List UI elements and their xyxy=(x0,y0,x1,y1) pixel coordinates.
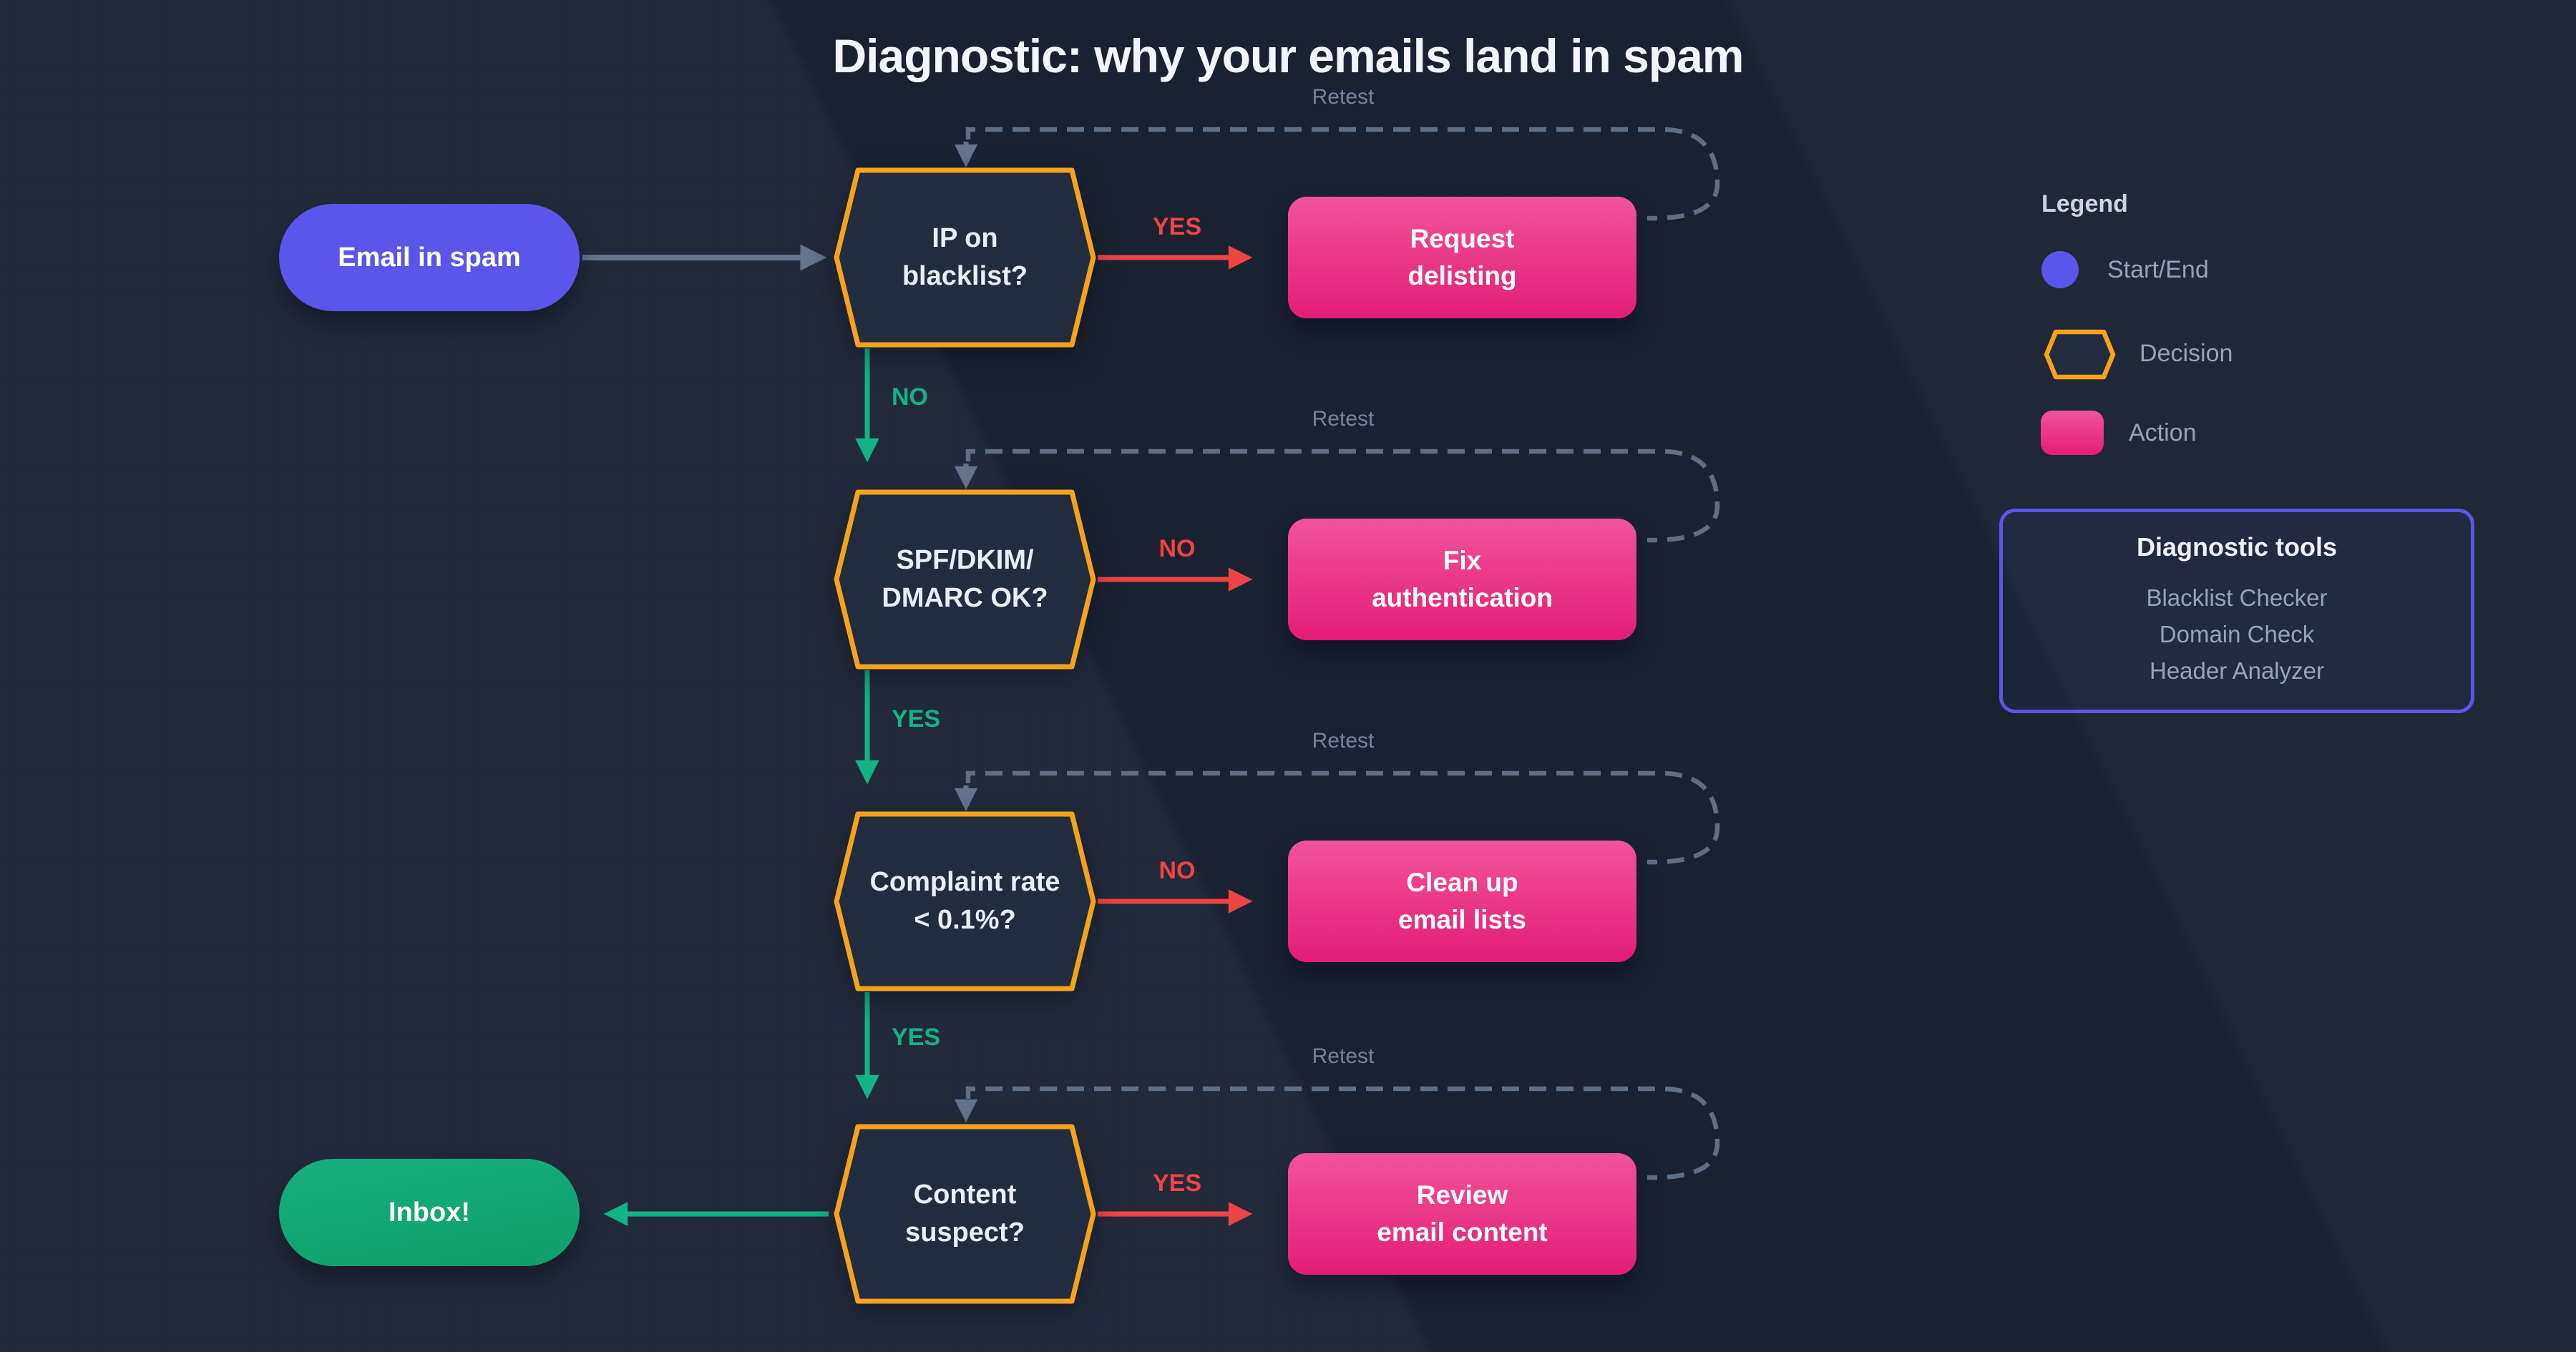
decision-line: < 0.1%? xyxy=(914,905,1016,935)
start-node: Email in spam xyxy=(279,204,580,311)
branch-label-1: YES xyxy=(1152,213,1202,240)
decision-node-spf-dkim-dmarc: SPF/DKIM/ DMARC OK? xyxy=(831,489,1098,670)
decision-node-text: SPF/DKIM/ DMARC OK? xyxy=(831,489,1098,670)
branch-label-3: NO xyxy=(1158,857,1196,884)
page-title: Diagnostic: why your emails land in spam xyxy=(832,29,1745,82)
decision-node-complaint-rate: Complaint rate < 0.1%? xyxy=(831,810,1098,992)
end-node-label: Inbox! xyxy=(389,1197,470,1228)
action-node-fix-authentication: Fix authentication xyxy=(1288,519,1636,640)
decision-hexagon-shape xyxy=(834,489,1096,670)
decision-node-ip-blacklist: IP on blacklist? xyxy=(831,167,1098,348)
branch-label-4: YES xyxy=(1152,1170,1202,1197)
decision-line: IP on xyxy=(932,223,998,253)
action-line: Fix xyxy=(1443,546,1482,575)
legend-action-swatch xyxy=(2041,411,2104,455)
diagnostic-tools-panel: Diagnostic tools Blacklist Checker Domai… xyxy=(1999,509,2474,713)
diagnostic-tools-title: Diagnostic tools xyxy=(2136,532,2338,562)
action-node-clean-up-lists: Clean up email lists xyxy=(1288,841,1636,962)
decision-node-text: Complaint rate < 0.1%? xyxy=(831,810,1098,992)
decision-node-content-suspect: Content suspect? xyxy=(831,1123,1098,1305)
decision-line: Complaint rate xyxy=(869,867,1060,897)
legend-start-end-swatch xyxy=(2041,251,2079,288)
legend-action-label: Action xyxy=(2129,419,2197,446)
legend-title: Legend xyxy=(2041,190,2128,217)
down-label-2: YES xyxy=(892,705,941,733)
diagnostic-tool-item: Blacklist Checker xyxy=(2146,584,2328,611)
legend-decision-label: Decision xyxy=(2140,340,2233,367)
decision-line: Content xyxy=(913,1180,1017,1210)
decision-node-text: Content suspect? xyxy=(831,1123,1098,1305)
diagnostic-tool-item: Domain Check xyxy=(2159,621,2315,647)
legend-start-end-label: Start/End xyxy=(2107,256,2209,283)
down-label-1: NO xyxy=(892,383,928,411)
action-line: Request xyxy=(1410,224,1515,253)
decision-line: SPF/DKIM/ xyxy=(896,545,1034,575)
action-line: email content xyxy=(1377,1218,1548,1247)
end-node: Inbox! xyxy=(279,1159,580,1266)
retest-label-4: Retest xyxy=(1312,1044,1375,1068)
start-node-label: Email in spam xyxy=(338,242,521,273)
retest-label-3: Retest xyxy=(1312,729,1375,753)
decision-node-text: IP on blacklist? xyxy=(831,167,1098,348)
action-line: authentication xyxy=(1372,583,1553,612)
action-line: Review xyxy=(1416,1180,1508,1210)
action-node-review-content: Review email content xyxy=(1288,1153,1636,1275)
action-line: email lists xyxy=(1398,905,1526,934)
diagnostic-tool-item: Header Analyzer xyxy=(2150,657,2324,684)
decision-line: blacklist? xyxy=(902,261,1028,291)
action-line: Clean up xyxy=(1406,868,1518,897)
action-node-request-delisting: Request delisting xyxy=(1288,197,1636,318)
decision-hexagon-shape xyxy=(834,167,1096,348)
retest-label-1: Retest xyxy=(1312,85,1375,109)
action-line: delisting xyxy=(1407,261,1517,290)
branch-label-2: NO xyxy=(1158,535,1196,562)
decision-line: DMARC OK? xyxy=(882,583,1048,613)
down-label-3: YES xyxy=(892,1024,941,1051)
legend-decision-swatch xyxy=(2044,329,2116,380)
retest-label-2: Retest xyxy=(1312,407,1375,431)
decision-line: suspect? xyxy=(905,1218,1025,1248)
decision-hexagon-shape xyxy=(834,811,1096,991)
decision-hexagon-shape xyxy=(834,1124,1096,1304)
